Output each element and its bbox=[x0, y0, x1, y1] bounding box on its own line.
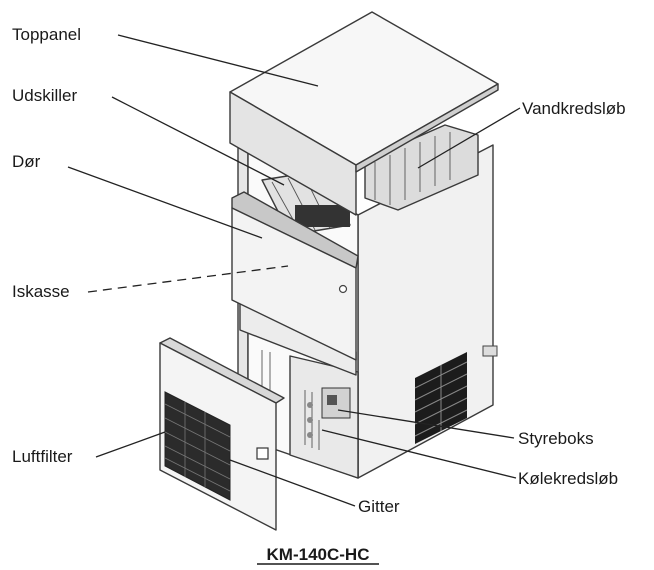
door-part bbox=[231, 191, 359, 361]
evaporator-plate bbox=[295, 205, 350, 227]
coil-node-1 bbox=[307, 402, 313, 408]
label-kolekredslob: Kølekredsløb bbox=[518, 469, 618, 488]
leader-dor bbox=[67, 166, 263, 239]
coil-node-2 bbox=[307, 417, 313, 423]
top-panel-side-edge bbox=[355, 83, 499, 173]
leader-vandkredslob bbox=[417, 107, 521, 169]
leader-luftfilter bbox=[95, 431, 166, 458]
mesh-line-4 bbox=[164, 445, 231, 480]
model-title-group: KM-140C-HC bbox=[257, 545, 379, 565]
label-luftfilter: Luftfilter bbox=[12, 447, 73, 466]
leader-iskasse bbox=[87, 265, 289, 293]
front-grille-panel bbox=[159, 337, 285, 531]
refrigeration-circuit-part bbox=[304, 390, 320, 450]
leader-lines bbox=[67, 34, 521, 507]
drain-pipe bbox=[482, 345, 498, 357]
mesh-line-2 bbox=[164, 417, 231, 452]
callout-labels: Toppanel Udskiller Dør Iskasse Vandkreds… bbox=[12, 25, 626, 516]
label-vandkredslob: Vandkredsløb bbox=[522, 99, 626, 118]
door-top-lip bbox=[231, 191, 359, 269]
label-iskasse: Iskasse bbox=[12, 282, 70, 301]
air-filter-mesh bbox=[164, 391, 231, 501]
model-title: KM-140C-HC bbox=[267, 545, 370, 564]
leader-udskiller bbox=[111, 96, 285, 186]
leader-styreboks bbox=[337, 409, 515, 439]
grille-latch-icon bbox=[256, 447, 269, 460]
label-toppanel: Toppanel bbox=[12, 25, 81, 44]
door-handle-icon bbox=[338, 284, 348, 294]
label-udskiller: Udskiller bbox=[12, 86, 78, 105]
side-vent-grille bbox=[414, 352, 468, 444]
mesh-line-3 bbox=[164, 431, 231, 466]
water-circuit-part bbox=[364, 124, 479, 211]
label-dor: Dør bbox=[12, 152, 41, 171]
top-panel-part bbox=[229, 11, 499, 216]
mesh-line-1 bbox=[164, 403, 231, 438]
label-gitter: Gitter bbox=[358, 497, 400, 516]
leader-toppanel bbox=[117, 34, 319, 87]
door-front bbox=[231, 207, 357, 361]
leader-kolekredslob bbox=[321, 429, 517, 479]
control-box-part bbox=[321, 387, 351, 419]
top-panel-front-edge bbox=[229, 91, 357, 216]
control-box-switch-icon bbox=[327, 395, 337, 405]
label-styreboks: Styreboks bbox=[518, 429, 594, 448]
leader-gitter bbox=[229, 459, 356, 507]
coil-node-3 bbox=[307, 432, 313, 438]
mesh-line-5 bbox=[164, 457, 231, 492]
